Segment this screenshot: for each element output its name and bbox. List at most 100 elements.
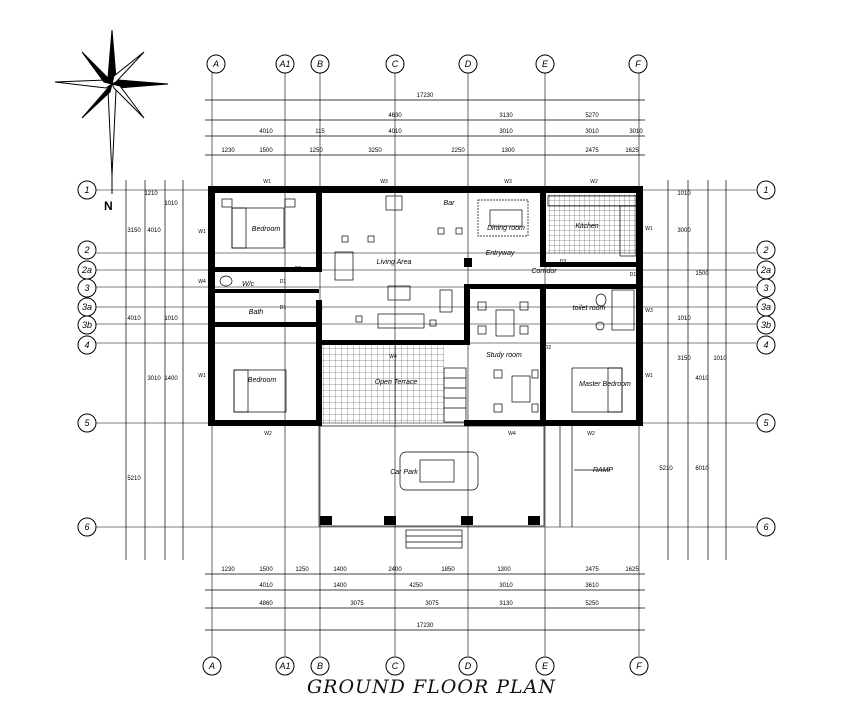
grid-label-left-5: 5: [84, 418, 90, 428]
room-car-park: Car Park: [390, 469, 418, 476]
grid-bubbles-top: [206, 54, 648, 74]
dim-left-5: 1010: [164, 316, 178, 322]
grid-label-right-5: 5: [763, 418, 769, 428]
dim-right-7: 5210: [659, 466, 673, 472]
tag-w3-top: W3: [380, 179, 388, 185]
dim-right-5: 4010: [695, 376, 709, 382]
compass-icon: [54, 29, 169, 194]
dim-bot-r3-4: 5250: [585, 601, 599, 607]
tag-w1-right: W1: [645, 226, 653, 232]
room-bedroom-left: Bedroom: [248, 377, 277, 384]
tag-d2-b: D2: [293, 323, 300, 329]
dim-bot-r2-1: 1400: [333, 583, 347, 589]
grid-bubbles-right: [756, 180, 776, 537]
dim-top-r3-3: 3010: [499, 129, 513, 135]
grid-label-left-2: 2: [83, 245, 89, 255]
dim-top-r3-0: 4010: [259, 129, 273, 135]
dim-top-r4-2: 1250: [309, 148, 323, 154]
room-bedroom-top: Bedroom: [252, 226, 281, 233]
grid-label-top-a1: A1: [278, 59, 290, 69]
dimension-lines-top: [205, 99, 645, 156]
dim-bot-overall: 17230: [417, 623, 434, 629]
dim-left-3: 4010: [147, 228, 161, 234]
room-ramp: RAMP: [593, 467, 614, 474]
grid-label-top-c: C: [392, 59, 399, 69]
walls: [208, 186, 643, 426]
grid-label-top-b: B: [317, 59, 323, 69]
dim-top-r2-1: 3130: [499, 113, 513, 119]
grid-label-left-3a: 3a: [82, 302, 92, 312]
dim-right-6: 1010: [713, 356, 727, 362]
grid-label-left-2a: 2a: [81, 265, 92, 275]
terrace-floor-tiles: [322, 345, 444, 423]
dim-left-6: 3010: [147, 376, 161, 382]
tag-w4-terrace: W4: [389, 354, 397, 360]
tag-w4-bottom: W4: [508, 431, 516, 437]
grid-label-bottom-d: D: [465, 661, 472, 671]
tag-d2-a: D2: [295, 266, 302, 272]
tag-d3: D3: [560, 259, 567, 265]
grid-label-top-d: D: [465, 59, 472, 69]
dim-bot-r3-2: 3075: [425, 601, 439, 607]
dim-bot-r3-1: 3075: [350, 601, 364, 607]
grid-label-bottom-a: A: [208, 661, 215, 671]
room-master: Master Bedroom: [579, 381, 631, 388]
dim-left-1: 1010: [164, 201, 178, 207]
grid-label-left-6: 6: [84, 522, 89, 532]
dim-top-r2-0: 4630: [388, 113, 402, 119]
room-toilet: toilet room: [573, 305, 606, 312]
grid-label-right-2a: 2a: [760, 265, 771, 275]
tag-w2-top: W2: [590, 179, 598, 185]
dim-left-2: 3150: [127, 228, 141, 234]
grid-label-right-6: 6: [763, 522, 768, 532]
tag-w3-topright: W3: [504, 179, 512, 185]
dim-bot-r3-0: 4860: [259, 601, 273, 607]
grid-label-bottom-c: C: [392, 661, 399, 671]
dim-right-1: 3000: [677, 228, 691, 234]
grid-label-top-e: E: [542, 59, 549, 69]
dim-left-7: 1400: [164, 376, 178, 382]
dim-left-8: 5210: [127, 476, 141, 482]
dim-right-4: 3150: [677, 356, 691, 362]
dim-top-r4-5: 1300: [501, 148, 515, 154]
page-title: GROUND FLOOR PLAN: [306, 676, 557, 698]
dim-right-0: 1010: [677, 191, 691, 197]
room-corridor: Corridor: [531, 268, 557, 275]
dimension-lines-sides: [125, 180, 727, 560]
tag-d1-c: D1: [317, 305, 324, 311]
grid-label-top-f: F: [635, 59, 641, 69]
grid-label-left-1: 1: [84, 185, 89, 195]
dim-top-overall: 17230: [417, 93, 434, 99]
tag-w2-bottom: W2: [264, 431, 272, 437]
tag-w1-top: W1: [263, 179, 271, 185]
dim-bot-r2-0: 4010: [259, 583, 273, 589]
grid-label-bottom-a1: A1: [278, 661, 290, 671]
dim-bot-r1-6: 1300: [497, 567, 511, 573]
dim-bot-r1-8: 1625: [625, 567, 639, 573]
dim-left-4: 4010: [127, 316, 141, 322]
kitchen-floor-tiles: [548, 194, 636, 254]
gate-posts: [320, 516, 540, 525]
grid-label-left-4: 4: [84, 340, 89, 350]
dimension-lines-bottom: [205, 573, 645, 631]
dim-bot-r1-0: 1230: [221, 567, 235, 573]
room-dining-top: Dining room: [487, 225, 525, 232]
dim-bot-r1-1: 1500: [259, 567, 273, 573]
dim-left-0: 1210: [144, 191, 158, 197]
room-wc: W/c: [242, 281, 255, 288]
room-entryway: Entryway: [486, 250, 515, 257]
dim-right-2: 1500: [695, 271, 709, 277]
grid-label-bottom-f: F: [636, 661, 642, 671]
grid-label-right-4: 4: [763, 340, 768, 350]
room-bar: Bar: [444, 200, 456, 207]
dim-bot-r1-3: 1400: [333, 567, 347, 573]
grid-label-right-3: 3: [763, 283, 768, 293]
dim-bot-r3-3: 3130: [499, 601, 513, 607]
dim-right-8: 6010: [695, 466, 709, 472]
grid-label-right-3a: 3a: [761, 302, 771, 312]
dim-bot-r2-2: 4250: [409, 583, 423, 589]
dim-top-r3-5: 3010: [629, 129, 643, 135]
room-study: Study room: [486, 352, 522, 359]
dim-top-r3-2: 4010: [388, 129, 402, 135]
